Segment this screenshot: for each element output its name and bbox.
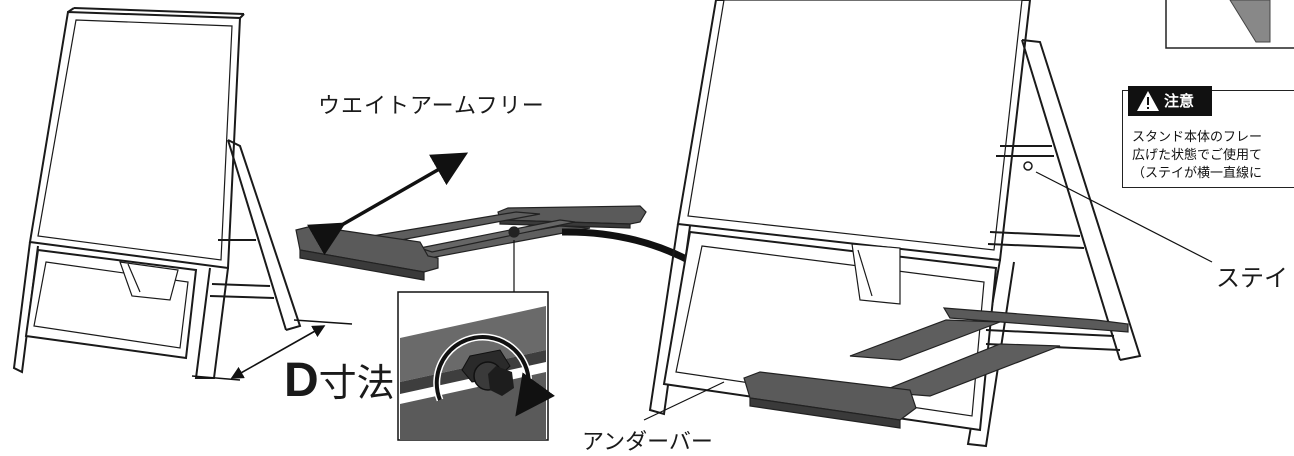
- left-stand: [12, 7, 302, 379]
- warning-icon: [1137, 91, 1159, 111]
- stay-label: ステイ: [1216, 264, 1288, 292]
- under-bar-leader: [643, 381, 725, 421]
- weight-arm-slide-arrow: [307, 152, 469, 256]
- weight-arm-free-label: ウエイトアームフリー: [318, 94, 545, 119]
- d-dimension-label: D寸法: [284, 352, 395, 408]
- caution-line-1: スタンド本体のフレー: [1132, 130, 1263, 145]
- caution-inset-shape: [1229, 0, 1271, 43]
- stay-leader: [1035, 171, 1213, 263]
- caution-line-2: 広げた状態でご使用て: [1132, 148, 1263, 163]
- caution-inset-frame: [1165, 0, 1294, 49]
- d-dimension-lines: [191, 319, 353, 381]
- right-stand: [648, 0, 1142, 448]
- knob-detail-inset: [397, 291, 555, 441]
- under-bar-label: アンダーバー: [582, 430, 713, 455]
- dimension-suffix: 寸法: [318, 361, 395, 405]
- caution-line-3: （ステイが横一直線に: [1132, 166, 1263, 181]
- dimension-letter: D: [284, 354, 319, 407]
- mounted-weight-arm: [743, 307, 1129, 429]
- weight-arm-part: [295, 205, 647, 281]
